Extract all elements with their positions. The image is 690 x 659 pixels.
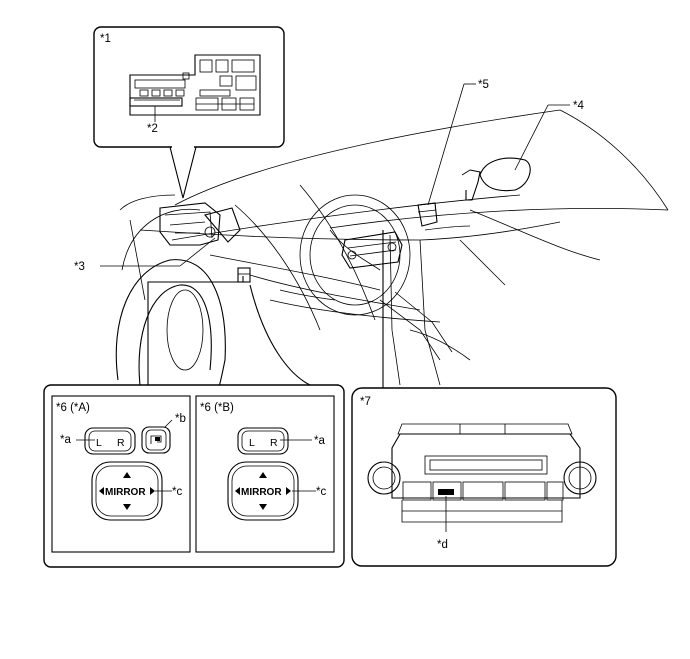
leader-4b xyxy=(514,104,549,171)
junction-block-schematic xyxy=(129,54,261,116)
right-arrow-icon xyxy=(150,487,155,495)
callout-7: *7 xyxy=(360,396,371,408)
mirror-select-switch-b[interactable]: L R xyxy=(237,427,289,455)
left-arrow-icon xyxy=(235,487,240,495)
left-arrow-icon xyxy=(99,487,104,495)
callout-6b: *6 (*B) xyxy=(200,402,234,414)
mirror-switch-box: *6 (*A) *a L R *b MIRROR *c *6 xyxy=(43,276,345,568)
down-arrow-icon xyxy=(123,504,131,510)
callout-a-left: *a xyxy=(60,434,71,446)
callout-d: *d xyxy=(437,539,448,551)
callout-1: *1 xyxy=(100,33,111,45)
callout-a-right: *a xyxy=(314,435,325,447)
instrument-panel-junction-block xyxy=(237,267,251,283)
center-panel-schematic xyxy=(367,423,597,523)
mirror-ecu xyxy=(417,202,438,227)
callout-2: *2 xyxy=(147,123,158,135)
callout-b: *b xyxy=(175,413,186,425)
outer-mirror-assembly xyxy=(159,202,241,246)
up-arrow-icon xyxy=(123,472,131,478)
center-panel-box: *7 *d xyxy=(351,230,617,567)
up-arrow-icon xyxy=(259,472,267,478)
right-arrow-icon xyxy=(286,487,291,495)
select-r-key-a[interactable]: R xyxy=(117,437,125,449)
vehicle-interior-drawing xyxy=(115,109,669,391)
mirror-heater-switch[interactable] xyxy=(438,489,454,495)
leader-3b xyxy=(179,237,216,267)
select-r-key-b[interactable]: R xyxy=(270,437,278,449)
junction-block-box: *1 *2 xyxy=(93,26,285,199)
retract-switch[interactable] xyxy=(141,426,171,454)
inner-rear-view-mirror xyxy=(461,157,531,201)
callout-4: *4 xyxy=(573,100,584,112)
down-arrow-icon xyxy=(259,504,267,510)
center-panel-assembly xyxy=(341,231,403,269)
callout-6a: *6 (*A) xyxy=(56,402,90,414)
callout-5: *5 xyxy=(478,79,489,91)
select-l-key-b[interactable]: L xyxy=(249,437,255,449)
mirror-select-switch-a[interactable]: L R xyxy=(84,427,136,455)
callout-3: *3 xyxy=(74,261,85,273)
mirror-label-b: MIRROR xyxy=(241,487,282,498)
callout-c-left: *c xyxy=(172,486,182,498)
mirror-fold-icon xyxy=(150,435,162,444)
mirror-label-a: MIRROR xyxy=(105,487,146,498)
leader-5b xyxy=(427,83,465,206)
callout-c-right: *c xyxy=(316,486,326,498)
select-l-key-a[interactable]: L xyxy=(96,437,102,449)
